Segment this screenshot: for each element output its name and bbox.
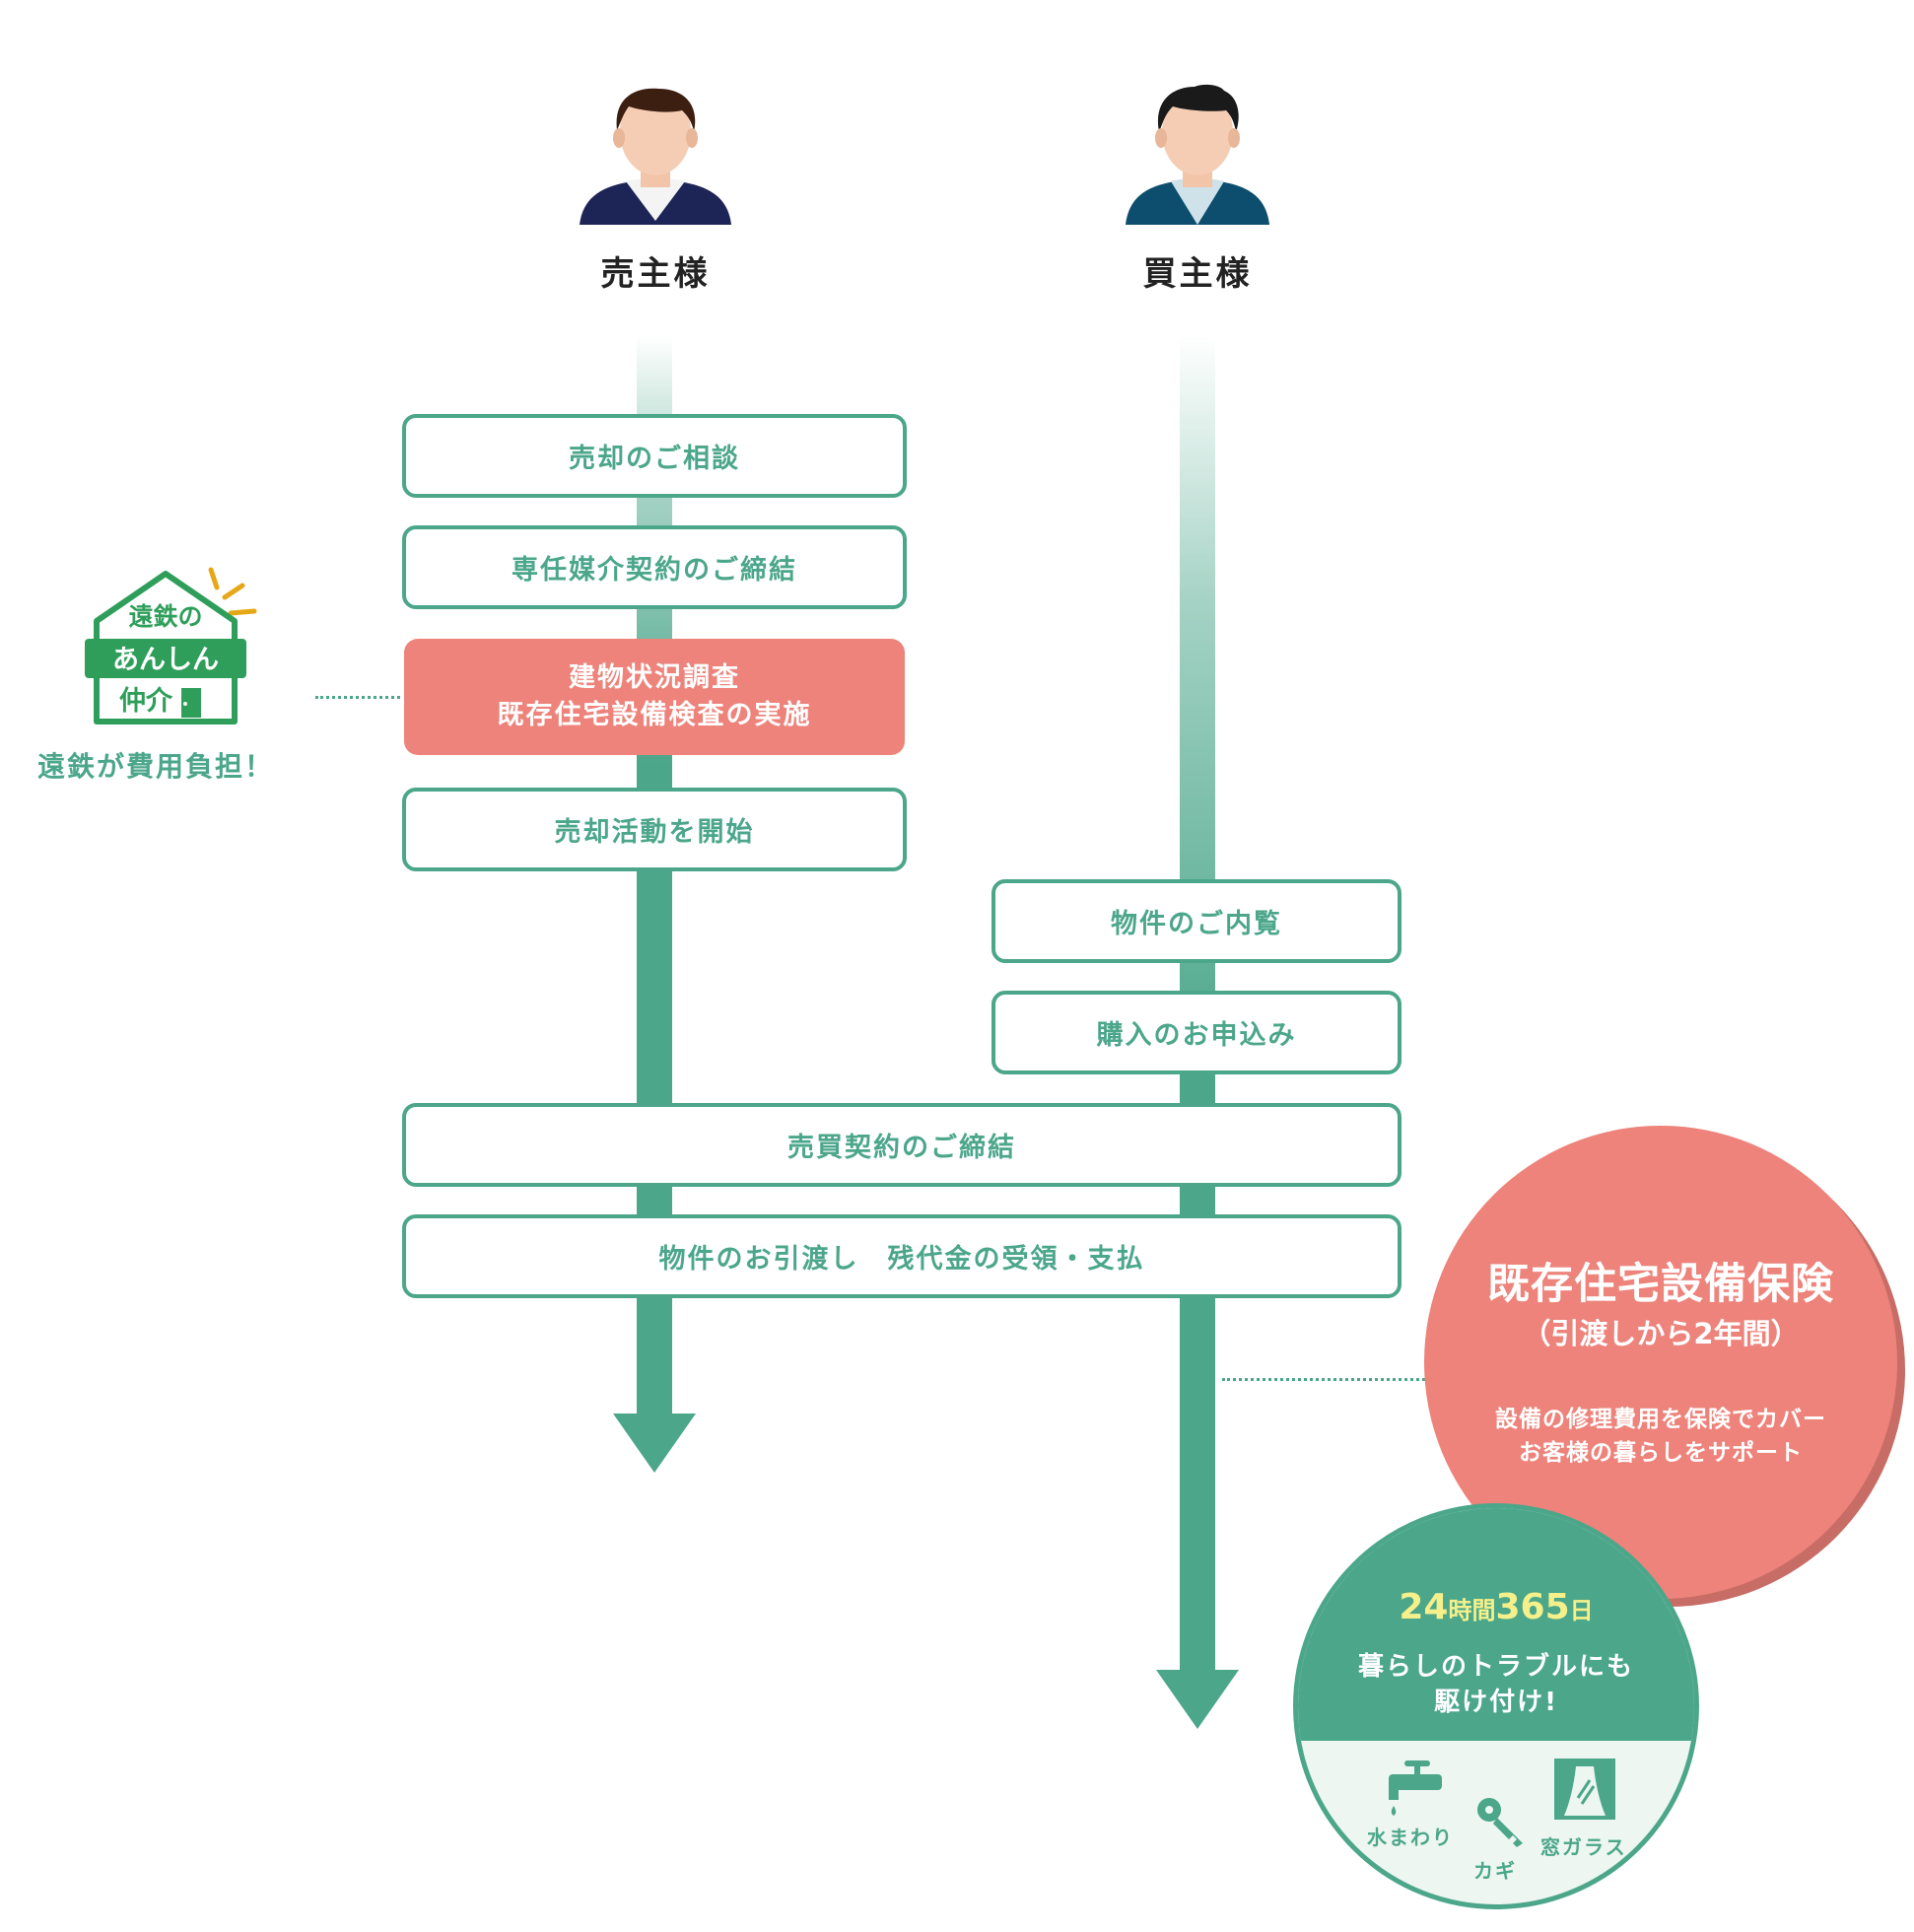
insurance-title: 既存住宅設備保険: [1487, 1260, 1834, 1309]
insurance-period: （引渡しから2年間）: [1522, 1317, 1800, 1350]
seller-label: 売主様: [600, 254, 711, 294]
step-handover: 物件のお引渡し 残代金の受領・支払: [402, 1214, 1401, 1298]
step-mediation: 専任媒介契約のご締結: [402, 525, 907, 609]
key-icon: [1477, 1798, 1523, 1847]
insurance-desc-line2: お客様の暮らしをサポート: [1519, 1440, 1803, 1466]
buyer-arrow-head: [1156, 1670, 1239, 1729]
badge-caption: 遠鉄が費用負担！: [37, 750, 275, 783]
support-hours-num2: 365: [1495, 1587, 1570, 1627]
step-application: 購入のお申込み: [991, 991, 1401, 1074]
step-viewing: 物件のご内覧: [991, 879, 1401, 963]
support-hours-unit1: 時間: [1448, 1597, 1496, 1624]
step-inspection: 建物状況調査 既存住宅設備検査の実施: [404, 639, 905, 755]
insurance-desc-line1: 設備の修理費用を保険でカバー: [1495, 1407, 1826, 1432]
svg-text:仲介: 仲介: [119, 686, 173, 717]
support-hours-unit2: 日: [1569, 1597, 1594, 1624]
support-hours: 24時間365日: [1298, 1587, 1694, 1627]
step-application-label: 購入のお申込み: [1096, 1020, 1297, 1051]
support-header: 24時間365日 暮らしのトラブルにも 駆け付け!: [1298, 1508, 1694, 1741]
step-marketing-label: 売却活動を開始: [554, 817, 755, 848]
buyer-avatar-icon: [1126, 84, 1269, 225]
step-consult: 売却のご相談: [402, 414, 907, 498]
support-circle: 24時間365日 暮らしのトラブルにも 駆け付け! 水まわり カギ 窓ガラス: [1293, 1503, 1699, 1909]
step-mediation-label: 専任媒介契約のご締結: [512, 555, 797, 586]
window-label: 窓ガラス: [1540, 1835, 1627, 1859]
step-inspection-line2: 既存住宅設備検査の実施: [497, 700, 812, 730]
anshin-chukai-logo: 遠鉄の あんしん 仲介: [85, 567, 257, 724]
step-handover-label: 物件のお引渡し 残代金の受領・支払: [658, 1244, 1145, 1275]
support-line2: 駆け付け!: [1434, 1688, 1558, 1717]
step-contract-label: 売買契約のご締結: [787, 1133, 1016, 1163]
step-viewing-label: 物件のご内覧: [1111, 909, 1282, 939]
step-contract: 売買契約のご締結: [402, 1103, 1401, 1187]
step-inspection-line1: 建物状況調査: [569, 662, 740, 693]
window-icon: [1554, 1759, 1615, 1820]
insurance-connector: [1222, 1378, 1425, 1381]
step-marketing: 売却活動を開始: [402, 788, 907, 871]
step-consult-label: 売却のご相談: [569, 444, 740, 474]
support-hours-num1: 24: [1399, 1587, 1449, 1627]
faucet-icon: [1389, 1760, 1442, 1816]
key-label: カギ: [1473, 1859, 1517, 1883]
buyer-label: 買主様: [1142, 254, 1253, 294]
svg-text:あんしん: あんしん: [112, 645, 219, 675]
badge-connector: [315, 696, 400, 699]
svg-text:遠鉄の: 遠鉄の: [128, 602, 202, 631]
seller-arrow-head: [613, 1414, 696, 1473]
faucet-label: 水まわり: [1367, 1826, 1454, 1849]
seller-avatar-icon: [580, 88, 731, 225]
support-line1: 暮らしのトラブルにも: [1357, 1652, 1634, 1682]
